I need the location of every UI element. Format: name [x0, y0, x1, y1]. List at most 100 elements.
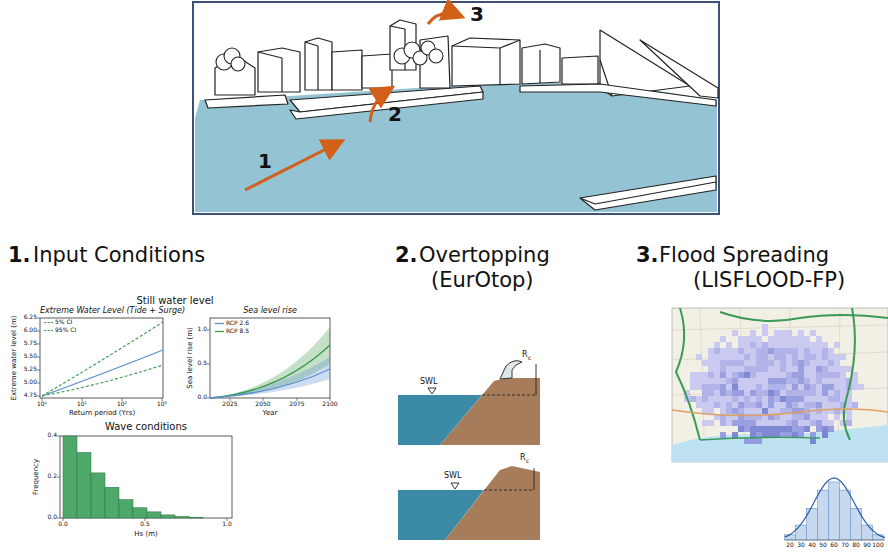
drawing-part: [792, 372, 798, 378]
legend-text: 95% CI: [55, 327, 76, 334]
tick-label: 0.4: [47, 432, 57, 439]
drawing-part: [451, 483, 459, 489]
drawing-part: [750, 366, 756, 372]
section-heading: (EurOtop): [431, 268, 534, 292]
drawing-part: [189, 517, 203, 519]
drawing-part: [762, 402, 768, 408]
drawing-part: [785, 540, 885, 541]
drawing-part: [738, 336, 744, 342]
drawing-part: [720, 336, 726, 342]
drawing-part: [672, 308, 888, 462]
drawing-part: [37, 357, 40, 358]
chart-title: Wave conditions: [105, 421, 187, 433]
tick-label: 5.75: [24, 340, 37, 347]
drawing-part: [834, 342, 840, 348]
drawing-part: [768, 378, 774, 384]
drawing-part: [714, 390, 720, 396]
drawing-part: [738, 408, 744, 414]
drawing-part: [756, 402, 762, 408]
wave-histogram: [57, 436, 232, 521]
drawing-part: [768, 426, 774, 432]
drawing-part: [738, 396, 744, 402]
drawing-part: [786, 366, 792, 372]
drawing-part: [744, 426, 750, 432]
drawing-part: [774, 348, 780, 354]
section-heading: Input Conditions: [33, 243, 205, 267]
drawing-part: [834, 402, 840, 408]
drawing-part: [804, 378, 810, 384]
tick-label: 20: [786, 542, 794, 549]
drawing-part: [816, 372, 822, 378]
drawing-part: [816, 384, 822, 390]
drawing-part: [834, 366, 840, 372]
drawing-part: [762, 372, 768, 378]
drawing-part: [756, 438, 762, 444]
drawing-part: [780, 360, 786, 366]
drawing-part: [822, 360, 828, 366]
drawing-part: [792, 396, 798, 402]
drawing-part: [774, 366, 780, 372]
drawing-part: [580, 176, 716, 210]
drawing-part: [77, 452, 91, 518]
drawing-part: [785, 482, 884, 540]
drawing-part: [798, 414, 804, 420]
drawing-part: [774, 360, 780, 366]
drawing-part: [774, 336, 780, 342]
drawing-part: [744, 384, 750, 390]
drawing-part: [482, 395, 536, 396]
drawing-part: [810, 420, 816, 426]
drawing-part: [834, 390, 840, 396]
drawing-part: [804, 384, 810, 390]
flood-depth-cells: [684, 324, 864, 444]
drawing-part: [810, 378, 816, 384]
drawing-part: [738, 390, 744, 396]
drawing-part: [42, 322, 163, 396]
drawing-part: [440, 378, 540, 445]
drawing-part: [720, 354, 726, 360]
drawing-part: [822, 426, 828, 432]
drawing-part: [57, 436, 227, 521]
drawing-part: [829, 482, 840, 540]
drawing-part: [305, 38, 332, 90]
drawing-part: [119, 500, 133, 518]
drawing-part: [696, 384, 702, 390]
drawing-part: [798, 378, 804, 384]
drawing-part: [720, 390, 726, 396]
section-heading: Flood Spreading: [659, 243, 829, 267]
drawing-part: [846, 420, 852, 426]
drawing-part: [804, 336, 810, 342]
drawing-part: [595, 182, 716, 204]
tick-label: 0.5: [197, 360, 207, 367]
drawing-part: [798, 390, 804, 396]
drawing-part: [822, 396, 828, 402]
drawing-part: [798, 336, 804, 342]
drawing-part: [822, 366, 828, 372]
drawing-part: [726, 372, 732, 378]
drawing-part: [750, 438, 756, 444]
drawing-part: [774, 378, 780, 384]
drawing-part: [792, 426, 798, 432]
drawing-part: [744, 402, 750, 408]
drawing-part: [726, 396, 732, 402]
drawing-part: [105, 487, 119, 518]
drawing-part: [708, 420, 714, 426]
drawing-part: [258, 48, 300, 92]
drawing-part: [828, 348, 834, 354]
drawing-part: [744, 354, 750, 360]
drawing-part: [133, 508, 147, 518]
drawing-part: [816, 390, 822, 396]
drawing-part: [762, 324, 768, 330]
drawing-part: [205, 95, 288, 108]
drawing-part: [762, 390, 768, 396]
drawing-part: [714, 378, 720, 384]
drawing-part: [780, 366, 786, 372]
drawing-part: [708, 366, 714, 372]
drawing-part: [792, 336, 798, 342]
tick-label: 1.0: [197, 326, 207, 333]
drawing-part: [210, 345, 330, 398]
drawing-part: [816, 342, 822, 348]
drawing-part: [732, 402, 738, 408]
drawing-part: [780, 354, 786, 360]
drawing-part: [332, 50, 362, 90]
drawing-part: [672, 308, 888, 440]
